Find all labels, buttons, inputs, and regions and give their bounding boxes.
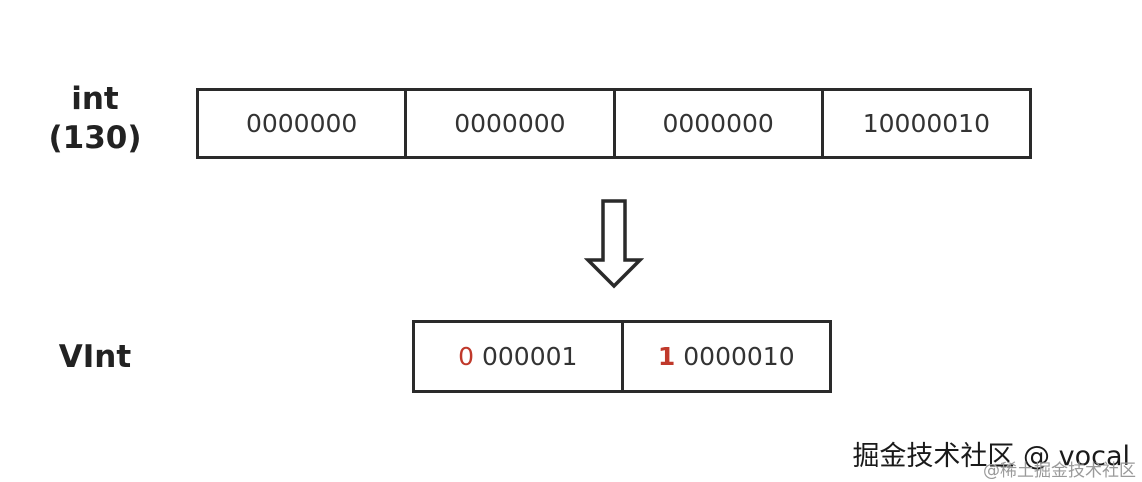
int-byte-3: 0000000	[616, 91, 824, 156]
int-bytes-row: 0000000 0000000 0000000 10000010	[196, 88, 1032, 159]
watermark-sub: @稀土掘金技术社区	[983, 461, 1136, 481]
int-label-value: (130)	[48, 119, 142, 156]
vint-byte-bits: 000001	[481, 342, 578, 371]
int-label: int (130)	[40, 80, 150, 158]
int-byte-4: 10000010	[862, 109, 990, 138]
vint-byte-1: 0 000001	[415, 323, 624, 390]
down-arrow-icon	[584, 199, 644, 289]
vint-byte-bits: 0000010	[683, 342, 795, 371]
vint-bytes-row: 0 000001 1 0000010	[412, 320, 832, 393]
int-label-type: int	[71, 81, 119, 117]
vint-label: VInt	[58, 339, 132, 375]
int-byte-2: 0000000	[407, 91, 616, 156]
vint-byte-2: 1 0000010	[624, 323, 830, 390]
watermark: 掘金技术社区 @ vocal	[852, 441, 1130, 472]
int-byte-1: 0000000	[199, 91, 408, 156]
continuation-flag: 0	[458, 342, 474, 371]
continuation-flag: 1	[657, 342, 676, 371]
